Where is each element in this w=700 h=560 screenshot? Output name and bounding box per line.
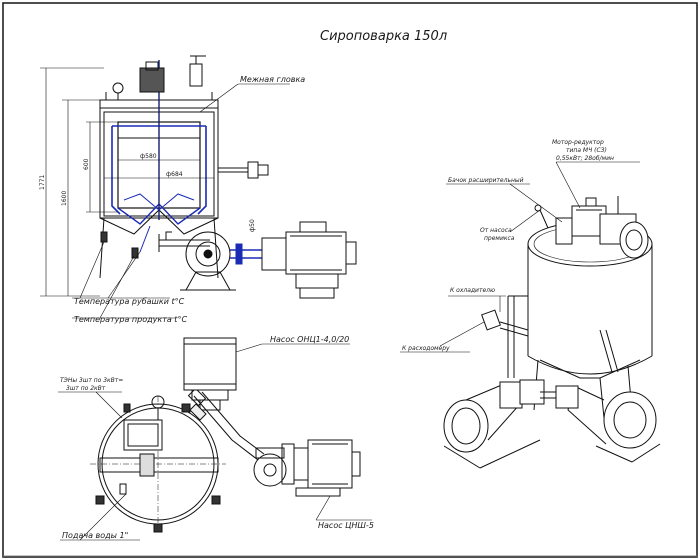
label-pump-cnsh: Насос ЦНШ-5 [318, 521, 374, 530]
label-expansion-tank: Бачок расширительный [448, 177, 524, 184]
dim-inner-diameter: ф580 [140, 153, 157, 160]
label-motor-reducer-line3: 0,55кВт; 28об/мин [556, 155, 614, 162]
front-pump-assembly [180, 221, 357, 299]
label-from-pump-line2: премикса [484, 235, 515, 242]
label-temp-product: Температура продукта t°C [74, 315, 187, 324]
label-heat-jacket: Межная гловка [240, 75, 305, 84]
label-motor-reducer-line1: Мотор-редуктор [552, 139, 604, 146]
front-dimensions [40, 67, 214, 297]
front-section-view [99, 55, 269, 279]
dim-outer-diameter: ф684 [166, 171, 183, 178]
pump-cnsh-drawing [253, 439, 361, 497]
dim-pipe-diameter: ф50 [249, 219, 256, 232]
dim-body-height: 1600 [61, 191, 68, 206]
label-from-pump-line1: От насоса [480, 227, 512, 234]
label-to-cooler: К охладителю [450, 287, 495, 294]
dim-total-height: 1771 [39, 175, 46, 190]
label-heaters-line1: ТЭНы 3шт по 3кВт= [60, 377, 123, 384]
label-motor-reducer-line2: типа МЧ (СЗ) [566, 147, 607, 154]
drawing-title: Сироповарка 150л [320, 29, 447, 44]
label-temp-jacket: Температура рубашки t°C [74, 297, 185, 306]
label-heaters-line2: 3шт по 2кВт [66, 385, 106, 392]
dim-inner-height: 600 [83, 158, 90, 170]
label-pump-onc: Насос ОНЦ1-4,0/20 [270, 335, 349, 344]
top-plan-view [90, 387, 265, 533]
isometric-view [443, 196, 661, 469]
label-to-dispenser: К расходомеру [402, 345, 450, 352]
label-water-inlet: Подача воды 1" [62, 531, 128, 540]
pump-onc-drawing [183, 337, 237, 421]
